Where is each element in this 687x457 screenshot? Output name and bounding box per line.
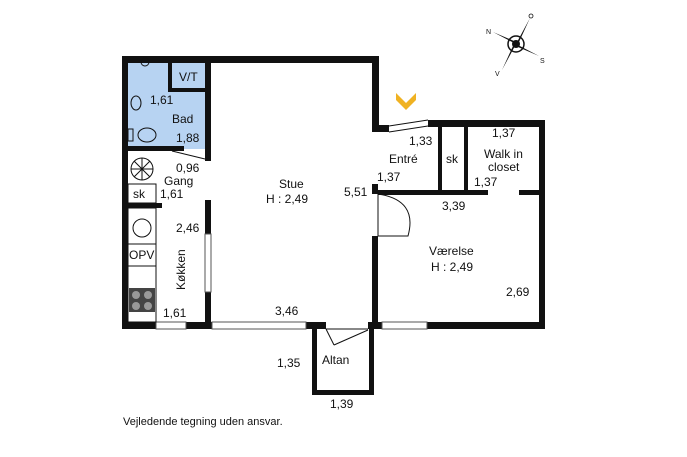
compass-icon bbox=[493, 13, 539, 70]
altan-name: Altan bbox=[322, 353, 349, 367]
bad-dim-2: 1,88 bbox=[176, 131, 200, 145]
vaerelse-height: H : 2,49 bbox=[431, 260, 473, 274]
walkin-name-1: Walk in bbox=[484, 147, 523, 161]
entre-dim-1: 1,33 bbox=[409, 134, 433, 148]
koekken-dim-2: 1,61 bbox=[163, 306, 187, 320]
walkin-name-2: closet bbox=[488, 160, 520, 174]
stue-height: H : 2,49 bbox=[266, 192, 308, 206]
vaerelse-dim-2: 2,69 bbox=[506, 285, 530, 299]
stue-dim-2: 5,51 bbox=[344, 185, 368, 199]
altan-dim-1: 1,35 bbox=[277, 356, 301, 370]
entre-dim-2: 1,37 bbox=[377, 170, 401, 184]
walls bbox=[122, 56, 545, 329]
gang-dim-2: 1,61 bbox=[160, 187, 184, 201]
compass-south: S bbox=[540, 58, 545, 65]
bad-fixture-label: V/T bbox=[179, 70, 198, 84]
vaerelse-dim-1: 3,39 bbox=[442, 199, 466, 213]
koekken-appliance: OPV bbox=[129, 248, 154, 262]
compass-west: V bbox=[495, 71, 500, 78]
disclaimer: Vejledende tegning uden ansvar. bbox=[123, 416, 283, 428]
altan-dim-2: 1,39 bbox=[330, 397, 354, 411]
fixtures bbox=[127, 57, 157, 323]
gang-name: Gang bbox=[164, 174, 193, 188]
walkin-dim-1: 1,37 bbox=[492, 126, 516, 140]
gang-dim-1: 0,96 bbox=[176, 161, 200, 175]
gang-storage: sk bbox=[133, 187, 146, 201]
koekken-dim-1: 2,46 bbox=[176, 221, 200, 235]
stue-dim-1: 3,46 bbox=[275, 304, 299, 318]
kitchen-sink-icon bbox=[132, 218, 152, 238]
stue-name: Stue bbox=[279, 177, 304, 191]
koekken-name: Køkken bbox=[174, 249, 188, 290]
bathroom-area bbox=[128, 63, 207, 149]
bad-name: Bad bbox=[172, 112, 193, 126]
vaerelse-name: Værelse bbox=[429, 244, 474, 258]
windows bbox=[155, 233, 428, 330]
entrance-arrow-icon bbox=[396, 93, 416, 110]
sink-icon bbox=[130, 95, 142, 111]
entre-storage: sk bbox=[446, 152, 459, 166]
shower-icon bbox=[140, 57, 150, 67]
doors bbox=[171, 119, 429, 237]
compass-north: N bbox=[486, 29, 491, 36]
toilet-icon bbox=[137, 127, 157, 143]
entre-name: Entré bbox=[389, 152, 418, 166]
walkin-dim-2: 1,37 bbox=[474, 175, 498, 189]
balcony bbox=[312, 328, 374, 395]
bad-dim-1: 1,61 bbox=[150, 93, 174, 107]
